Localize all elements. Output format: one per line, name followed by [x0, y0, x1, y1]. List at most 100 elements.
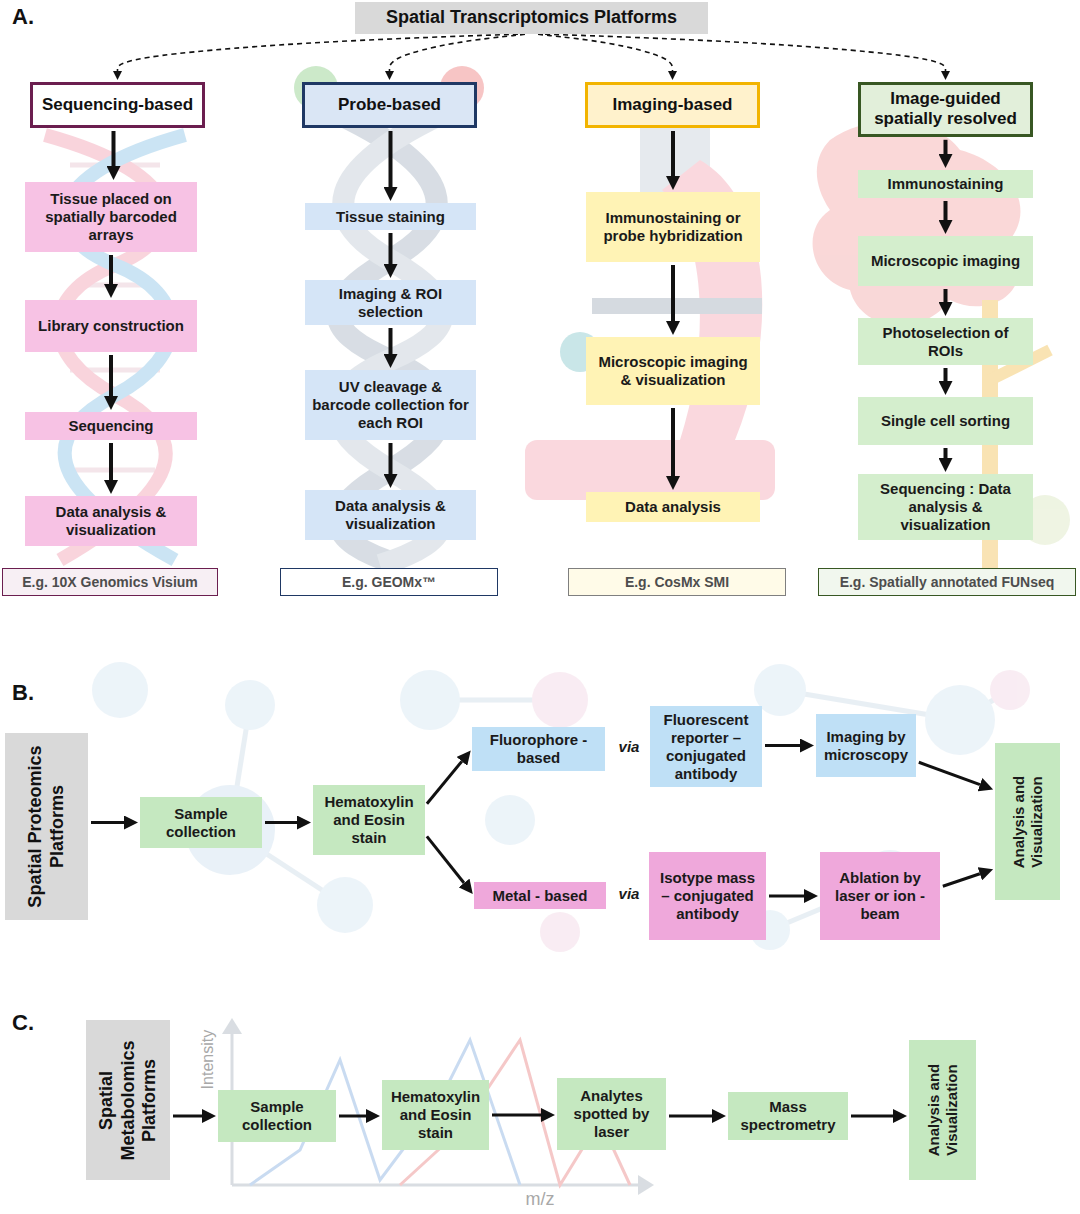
node-text: Imaging & ROI selection — [311, 285, 470, 321]
axis-label: Intensity — [199, 1030, 216, 1090]
molecule-atom — [225, 680, 275, 730]
flow-arrow — [265, 821, 297, 824]
node-text: E.g. Spatially annotated FUNseq — [825, 574, 1069, 591]
flow-arrow — [427, 836, 464, 883]
node-text: Imaging-based — [594, 95, 751, 115]
node-text: Sample collection — [224, 1098, 330, 1134]
flow-arrow — [944, 289, 948, 302]
node-text: Fluorescent reporter – conjugated antibo… — [656, 711, 756, 783]
step-box: Photoselection of ROIs — [858, 318, 1033, 365]
molecule-atom — [925, 685, 995, 755]
flow-arrow — [173, 1115, 202, 1118]
label-slot: C. — [6, 1010, 40, 1036]
microscope-stage — [592, 298, 762, 314]
node-text: Spatial Transcriptomics Platforms — [361, 7, 702, 29]
node-text: Spatial Metabolomics Platforms — [96, 1025, 161, 1175]
step-box: Microscopic imaging — [858, 236, 1033, 286]
step-box: Imaging & ROI selection — [305, 280, 476, 325]
flow-arrow — [671, 131, 675, 176]
platform-header: Spatial Transcriptomics Platforms — [355, 2, 708, 34]
node-text: Library construction — [31, 317, 191, 335]
node-text: Fluorophore - based — [478, 731, 599, 767]
node-text: Image-guided spatially resolved — [867, 89, 1024, 130]
axis-label: m/z — [526, 1189, 555, 1209]
step-box: Single cell sorting — [858, 397, 1033, 445]
node-text: Immunostaining or probe hybridization — [592, 209, 754, 245]
molecule-atom — [92, 662, 148, 718]
node-text: Imaging by microscopy — [822, 728, 910, 764]
category-box: Image-guided spatially resolved — [858, 82, 1033, 137]
flow-arrow — [944, 140, 948, 154]
node-text: Tissue staining — [311, 208, 470, 226]
node-text: Data analysis & visualization — [31, 503, 191, 539]
molecule-atom — [485, 795, 535, 845]
microscope-base — [525, 440, 775, 500]
process-box: Imaging by microscopy — [816, 714, 916, 777]
node-text: Photoselection of ROIs — [864, 324, 1027, 360]
node-text: Data analysis & visualization — [311, 497, 470, 533]
process-box: Hematoxylin and Eosin stain — [313, 785, 425, 855]
process-box: Ablation by laser or ion - beam — [820, 852, 940, 940]
process-box: Fluorescent reporter – conjugated antibo… — [650, 706, 762, 787]
platform-header: Spatial Proteomics Platforms — [5, 733, 88, 920]
node-text: Analysis and Visualization — [925, 1045, 961, 1175]
node-text: Spatial Proteomics Platforms — [25, 738, 68, 915]
process-box: Hematoxylin and Eosin stain — [382, 1080, 489, 1150]
panel-label: A. — [12, 4, 34, 29]
molecule-atom — [317, 877, 373, 933]
node-text: Sequencing-based — [39, 95, 196, 115]
dashed-arrow — [390, 34, 525, 71]
output-box: Analysis and Visualization — [995, 743, 1060, 900]
step-box: Immunostaining or probe hybridization — [586, 192, 760, 262]
flow-arrow — [389, 131, 393, 187]
example-box: E.g. GEOMx™ — [280, 568, 498, 596]
label-slot: Intensity — [198, 1020, 217, 1100]
flow-arrow — [919, 762, 980, 784]
label-slot: via — [610, 885, 648, 903]
microscope-illustration — [525, 110, 775, 500]
connector-word: via — [619, 738, 640, 755]
molecule-atom — [400, 670, 460, 730]
node-text: Mass spectrometry — [734, 1098, 842, 1134]
flow-arrow — [91, 821, 124, 824]
label-slot: m/z — [505, 1189, 575, 1211]
molecule-illustration — [92, 662, 1030, 952]
node-text: Analysis and Visualization — [1010, 748, 1046, 895]
flow-arrow — [109, 443, 113, 480]
node-text: Tissue placed on spatially barcoded arra… — [31, 190, 191, 244]
flow-arrow — [769, 895, 804, 898]
process-box: Sample collection — [218, 1090, 336, 1142]
example-box: E.g. CosMx SMI — [568, 568, 786, 596]
step-box: Sequencing : Data analysis & visualizati… — [858, 474, 1033, 540]
process-box: Analytes spotted by laser — [557, 1078, 666, 1150]
category-box: Sequencing-based — [30, 82, 205, 128]
step-box: UV cleavage & barcode collection for eac… — [305, 370, 476, 440]
dashed-arrow — [545, 34, 945, 71]
category-box: Imaging-based — [585, 82, 760, 128]
output-box: Analysis and Visualization — [909, 1040, 976, 1180]
step-box: Library construction — [25, 300, 197, 352]
node-text: Microscopic imaging & visualization — [592, 353, 754, 389]
node-text: Isotype mass – conjugated antibody — [655, 869, 760, 923]
node-text: Single cell sorting — [864, 412, 1027, 430]
node-text: UV cleavage & barcode collection for eac… — [311, 378, 470, 432]
node-text: Sample collection — [146, 805, 256, 841]
step-box: Microscopic imaging & visualization — [586, 337, 760, 405]
flow-arrow — [943, 874, 980, 887]
label-slot: via — [610, 738, 648, 756]
dashed-arrow — [118, 34, 518, 71]
step-box: Data analysis & visualization — [25, 496, 197, 546]
chart-axis — [232, 1184, 640, 1187]
flow-arrow — [671, 408, 675, 476]
step-box: Data analysis — [586, 492, 760, 522]
label-slot: A. — [6, 4, 40, 30]
process-box: Mass spectrometry — [728, 1092, 848, 1140]
node-text: Metal - based — [480, 887, 600, 905]
flow-arrow — [944, 368, 948, 381]
panel-label: C. — [12, 1010, 34, 1035]
node-text: Data analysis — [592, 498, 754, 516]
node-text: Sequencing : Data analysis & visualizati… — [864, 480, 1027, 534]
category-box: Probe-based — [302, 82, 477, 128]
flow-arrow — [492, 1114, 541, 1117]
flow-arrow — [109, 255, 113, 284]
